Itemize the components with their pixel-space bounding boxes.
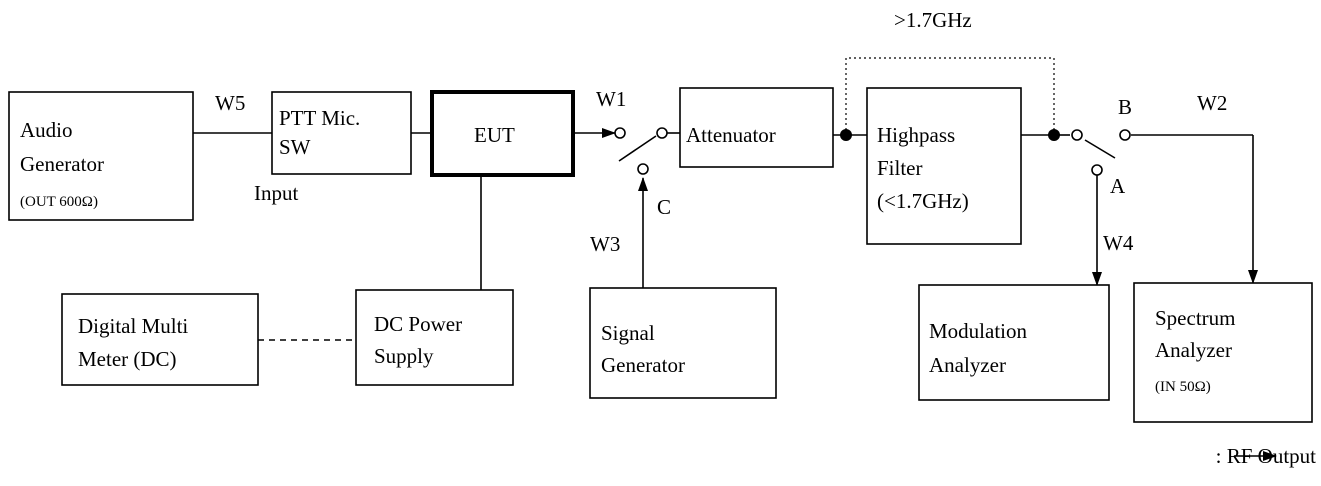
spectrum-analyzer-line2: Analyzer: [1155, 338, 1232, 362]
switch-2-common-terminal: [1071, 129, 1083, 141]
label-w3: W3: [590, 232, 620, 256]
spectrum-analyzer-sub: (IN 50Ω): [1155, 379, 1211, 395]
label-w1: W1: [596, 87, 626, 111]
label-w2: W2: [1197, 91, 1227, 115]
highpass-line3: (<1.7GHz): [877, 189, 969, 213]
switch-1-blade: [618, 135, 657, 162]
junction-dot-right: [1048, 129, 1060, 141]
terminal-a: [1091, 164, 1103, 176]
signal-generator-line2: Generator: [601, 353, 685, 377]
ptt-line2: SW: [279, 135, 311, 159]
signal-generator-line1: Signal: [601, 321, 655, 345]
ptt-line1: PTT Mic.: [279, 106, 360, 130]
dc-power-line1: DC Power: [374, 312, 462, 336]
signal-generator-block: Signal Generator: [589, 287, 777, 399]
audio-generator-block: Audio Generator (OUT 600Ω): [8, 91, 194, 221]
dmm-line2: Meter (DC): [78, 347, 177, 371]
legend-text: : RF Output: [1216, 444, 1317, 468]
connections: [193, 57, 1258, 341]
dc-power-line2: Supply: [374, 344, 434, 368]
bypass-path: [845, 57, 1055, 135]
attenuator-label: Attenuator: [686, 123, 776, 147]
modulation-analyzer-block: Modulation Analyzer: [918, 284, 1110, 401]
junction-dot-left: [840, 129, 852, 141]
label-c: C: [657, 195, 671, 219]
switch-1-left-terminal: [614, 127, 626, 139]
legend: : RF Output: [1216, 444, 1317, 468]
highpass-line2: Filter: [877, 156, 923, 180]
dmm-block: Digital Multi Meter (DC): [61, 293, 259, 386]
terminal-c: [637, 163, 649, 175]
spectrum-analyzer-block: Spectrum Analyzer (IN 50Ω): [1133, 282, 1313, 423]
label-bypass: >1.7GHz: [894, 8, 972, 32]
label-w4: W4: [1103, 231, 1134, 255]
eut-label: EUT: [474, 123, 515, 147]
highpass-line1: Highpass: [877, 123, 955, 147]
terminals: [614, 127, 1131, 176]
spectrum-analyzer-line1: Spectrum: [1155, 306, 1235, 330]
dmm-line1: Digital Multi: [78, 314, 188, 338]
audio-generator-sub: (OUT 600Ω): [20, 194, 98, 210]
eut-block: EUT: [430, 90, 575, 177]
modulation-analyzer-line1: Modulation: [929, 319, 1027, 343]
switch-1-right-terminal: [656, 127, 668, 139]
label-a: A: [1110, 174, 1126, 198]
switch-2-blade: [1084, 139, 1116, 159]
label-input: Input: [254, 181, 298, 205]
ptt-block: PTT Mic. SW: [271, 91, 412, 175]
modulation-analyzer-line2: Analyzer: [929, 353, 1006, 377]
highpass-block: Highpass Filter (<1.7GHz): [866, 87, 1022, 245]
label-w5: W5: [215, 91, 245, 115]
label-b: B: [1118, 95, 1132, 119]
terminal-b: [1119, 129, 1131, 141]
audio-generator-line1: Audio: [20, 118, 73, 142]
attenuator-block: Attenuator: [679, 87, 834, 168]
audio-generator-line2: Generator: [20, 152, 104, 176]
wire-labels: W5 W1 W2 W3 W4 Input C B A >1.7GHz: [215, 8, 1227, 256]
dc-power-block: DC Power Supply: [355, 289, 514, 386]
